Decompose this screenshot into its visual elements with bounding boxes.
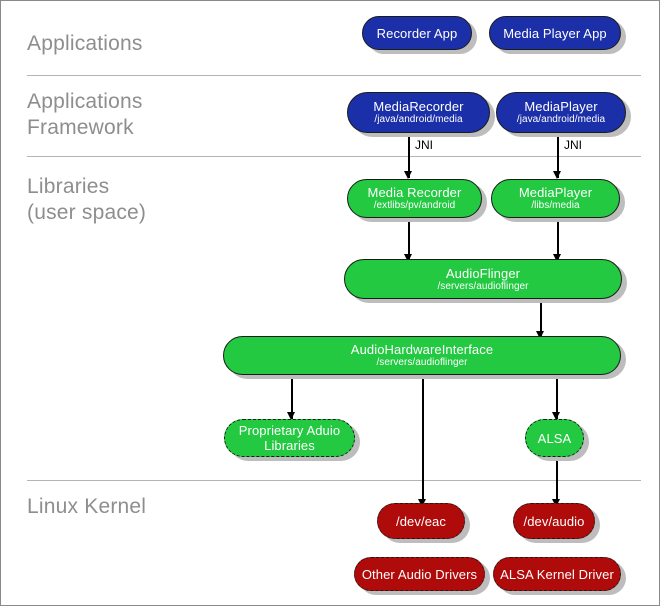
node-subtitle: /extlibs/pv/android: [373, 200, 456, 211]
node-title: ALSA: [537, 430, 572, 446]
node-title: Proprietary Aduio: [238, 423, 341, 438]
layer-label-libraries: Libraries (user space): [27, 175, 147, 224]
node-title: Recorder App: [376, 25, 458, 41]
node-mediaplayer-framework[interactable]: MediaPlayer /java/android/media: [496, 92, 626, 133]
layer-label-linux-kernel: Linux Kernel: [27, 495, 147, 518]
layer-label-applications: Applications: [27, 32, 143, 55]
node-dev-eac[interactable]: /dev/eac: [377, 503, 465, 539]
divider-applications: [27, 75, 641, 76]
layer-label-applications-framework: Applications Framework: [27, 90, 143, 139]
node-title: ALSA Kernel Driver: [500, 566, 614, 582]
node-title: MediaPlayer: [518, 185, 593, 200]
node-title: MediaPlayer: [524, 99, 598, 114]
arrowhead-audiohardwareinterface: [536, 331, 544, 339]
node-subtitle: /libs/media: [531, 200, 580, 211]
connector-audioflinger-to-audiohardwareinterface: [540, 298, 542, 338]
node-title: Media Recorder: [367, 185, 462, 200]
node-alsa-kernel-driver[interactable]: ALSA Kernel Driver: [493, 557, 621, 591]
connector-audiohardwareinterface-to-alsa: [556, 374, 558, 419]
connector-audiohardwareinterface-to-proprietary-audio-libraries: [291, 374, 293, 419]
node-dev-audio[interactable]: /dev/audio: [513, 503, 595, 539]
node-title: AudioFlinger: [445, 265, 521, 281]
node-recorder-app[interactable]: Recorder App: [362, 16, 472, 50]
arrowhead-mediaplayer-lib: [553, 171, 561, 179]
arrowhead-audioflinger-right: [553, 254, 561, 262]
node-title-line2: Libraries: [264, 438, 315, 453]
node-audioflinger[interactable]: AudioFlinger /servers/audioflinger: [344, 259, 622, 299]
arrowhead-media-recorder-lib: [404, 171, 412, 179]
node-alsa[interactable]: ALSA: [525, 419, 584, 457]
divider-applications-framework: [27, 156, 641, 157]
node-title: MediaRecorder: [373, 99, 464, 114]
node-proprietary-audio-libraries[interactable]: Proprietary Aduio Libraries: [224, 419, 355, 457]
connector-media-recorder-lib-to-audioflinger: [408, 221, 410, 261]
arrowhead-proprietary-audio-libraries: [287, 412, 295, 420]
divider-libraries: [27, 480, 641, 481]
node-mediaplayer-lib[interactable]: MediaPlayer /libs/media: [491, 179, 620, 218]
node-title: Media Player App: [503, 25, 607, 41]
connector-label-jni-right: JNI: [564, 138, 582, 152]
node-subtitle: /servers/audioflinger: [376, 357, 468, 368]
node-subtitle: /servers/audioflinger: [437, 280, 529, 292]
node-mediarecorder-framework[interactable]: MediaRecorder /java/android/media: [347, 92, 490, 133]
node-subtitle: /java/android/media: [516, 114, 606, 125]
arrowhead-alsa: [552, 412, 560, 420]
connector-mediaplayer-to-mediaplayer-lib: [557, 137, 559, 178]
connector-audiohardwareinterface-to-dev-eac: [422, 374, 424, 506]
node-other-audio-drivers[interactable]: Other Audio Drivers: [354, 557, 485, 591]
node-title: /dev/audio: [523, 513, 585, 529]
connector-mediarecorder-to-media-recorder-lib: [408, 137, 410, 178]
connector-alsa-to-dev-audio: [556, 456, 558, 506]
node-subtitle: /java/android/media: [374, 114, 463, 125]
arrowhead-audioflinger-left: [404, 254, 412, 262]
node-media-recorder-lib[interactable]: Media Recorder /extlibs/pv/android: [347, 179, 482, 218]
node-title: /dev/eac: [396, 513, 446, 529]
connector-label-jni-left: JNI: [415, 138, 433, 152]
node-title: AudioHardwareInterface: [350, 342, 494, 357]
node-title: Other Audio Drivers: [361, 566, 478, 582]
node-media-player-app[interactable]: Media Player App: [489, 16, 621, 50]
connector-mediaplayer-lib-to-audioflinger: [557, 221, 559, 261]
node-audiohardwareinterface[interactable]: AudioHardwareInterface /servers/audiofli…: [223, 336, 621, 375]
